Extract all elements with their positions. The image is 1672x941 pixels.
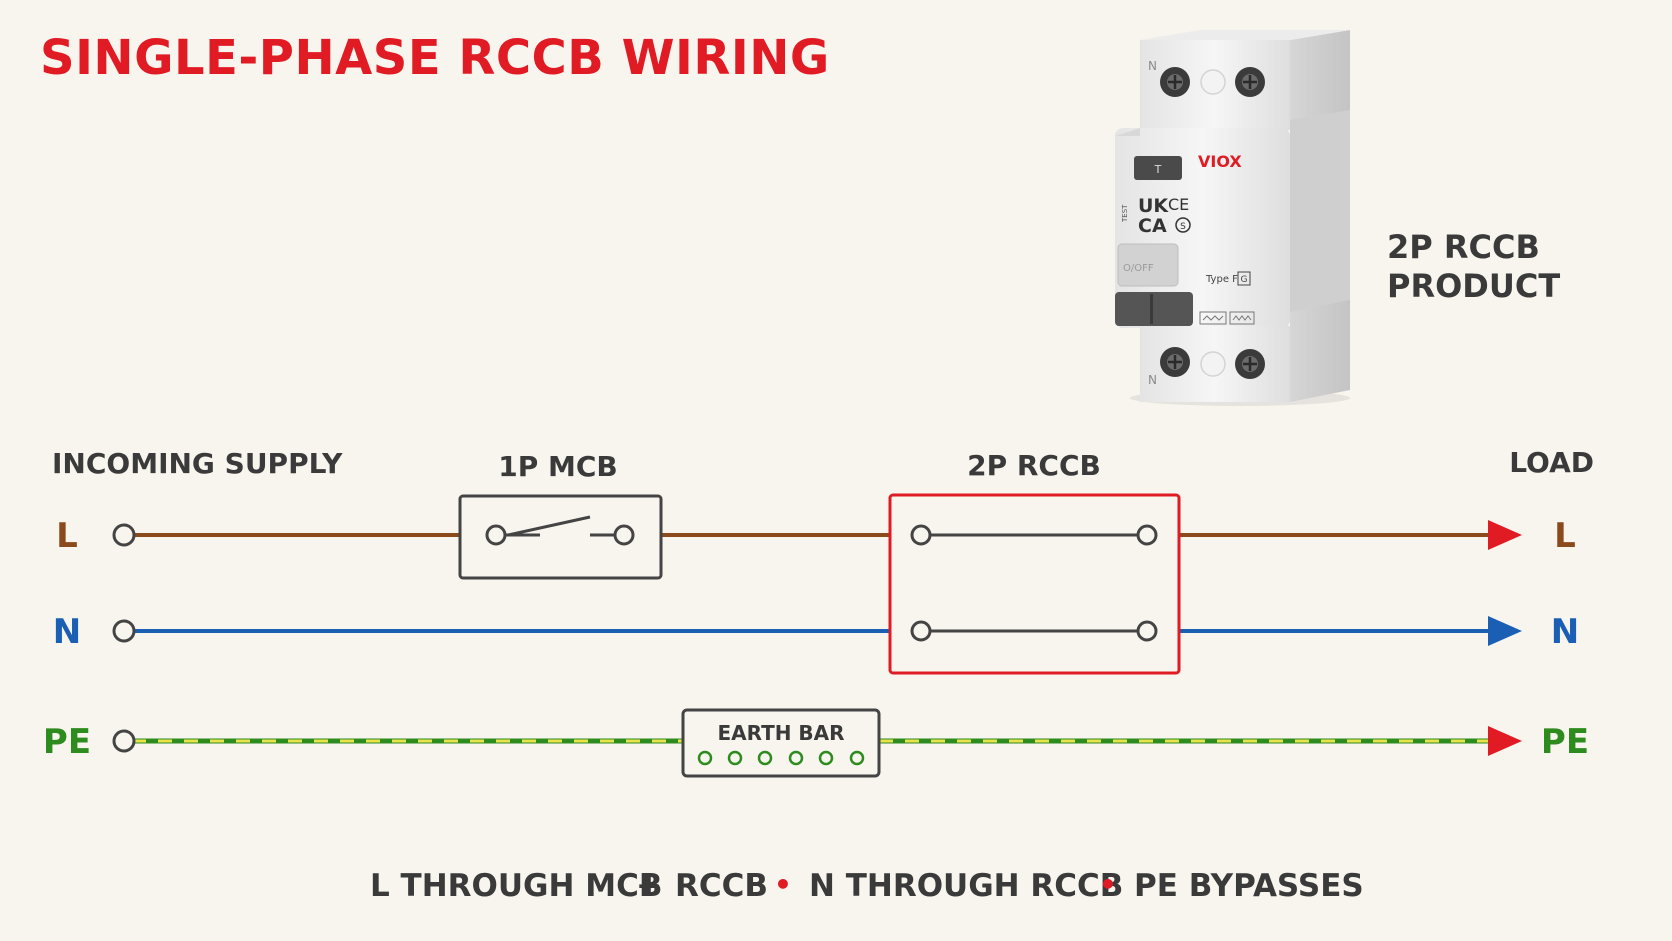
pe-line: PE PE <box>43 722 1589 762</box>
footer-plus: + <box>636 868 662 904</box>
neutral-label-right: N <box>1551 612 1579 652</box>
test-button-icon <box>1134 156 1182 180</box>
incoming-supply-label: INCOMING SUPPLY <box>52 447 343 480</box>
terminal-l-in <box>112 523 136 547</box>
live-label-right: L <box>1554 516 1576 556</box>
brand-logo: VIOX <box>1198 152 1242 171</box>
earth-bar-label: EARTH BAR <box>717 721 844 745</box>
neutral-line: N N <box>53 612 1579 652</box>
arrow-icon <box>1488 520 1522 550</box>
s-mark: S <box>1180 222 1186 232</box>
terminal-screw-icon <box>1160 347 1190 377</box>
earth-bar: EARTH BAR <box>681 708 881 778</box>
terminal-screw-icon <box>1235 67 1265 97</box>
footer-part2: RCCB <box>675 868 768 904</box>
type-badge: G <box>1241 275 1248 285</box>
rccb-device <box>888 493 1181 675</box>
terminal-n-in <box>112 619 136 643</box>
footer-dot: • <box>774 868 792 901</box>
pe-label-right: PE <box>1541 722 1589 762</box>
rccb-label: 2P RCCB <box>967 449 1101 482</box>
type-label: Type F <box>1205 274 1238 285</box>
terminal-n-top: N <box>1148 59 1157 73</box>
pe-label-left: PE <box>43 722 91 762</box>
mcb-switch <box>458 494 663 580</box>
product-caption-line2: PRODUCT <box>1387 267 1560 305</box>
waveform-icon <box>1199 311 1227 325</box>
footer-part1: L THROUGH MCB <box>370 868 662 904</box>
test-label: TEST <box>1121 204 1129 223</box>
s-mark-icon <box>1175 217 1191 233</box>
live-label-left: L <box>56 516 78 556</box>
neutral-label-left: N <box>53 612 81 652</box>
mcb-label: 1P MCB <box>498 450 618 483</box>
test-button-letter: T <box>1154 163 1162 176</box>
terminal-screw-icon <box>1160 67 1190 97</box>
toggle-handle-icon <box>1115 292 1193 326</box>
terminal-screw-icon <box>1235 349 1265 379</box>
load-label: LOAD <box>1509 446 1594 479</box>
symbol-icon <box>1229 311 1255 325</box>
footer-dot: • <box>1099 868 1117 901</box>
handle-text: O/OFF <box>1123 263 1154 274</box>
live-line: L L <box>56 516 1576 556</box>
arrow-icon <box>1488 616 1522 646</box>
rccb-product-image: N N T VIOX TEST UK CA CE S O/OFF <box>1115 30 1350 406</box>
ukca-mark-top: UK <box>1138 195 1169 217</box>
terminal-pe-in <box>112 729 136 753</box>
footer-part4: PE BYPASSES <box>1134 868 1364 904</box>
page-title: SINGLE-PHASE RCCB WIRING <box>40 30 830 86</box>
footer-part3: N THROUGH RCCB <box>809 868 1123 904</box>
product-caption-line1: 2P RCCB <box>1387 228 1540 266</box>
terminal-n-bottom: N <box>1148 373 1157 387</box>
ukca-mark-bottom: CA <box>1138 215 1167 237</box>
footer-summary: L THROUGH MCB + RCCB • N THROUGH RCCB • … <box>370 868 1364 904</box>
ce-mark: CE <box>1168 195 1189 214</box>
arrow-icon <box>1488 726 1522 756</box>
